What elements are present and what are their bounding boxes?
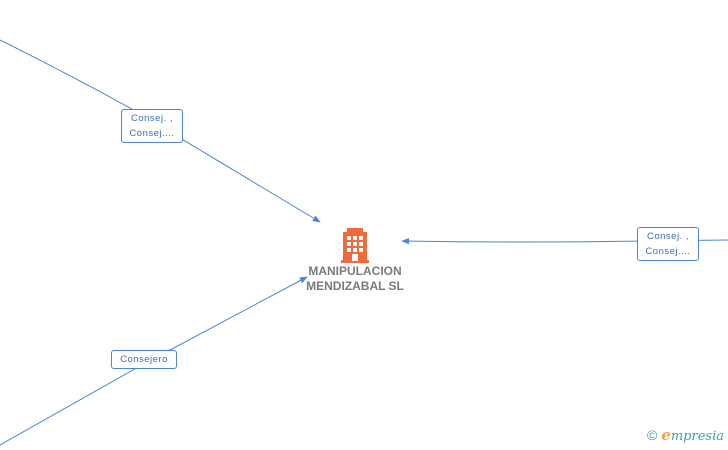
edge-label-line: Consej....: [129, 128, 175, 139]
edge-label-line: Consejero: [120, 354, 168, 365]
edge-label-line: Consej. ,: [647, 231, 689, 242]
brand-name-rest: mpresia: [670, 429, 724, 444]
copyright-symbol: ©: [646, 427, 658, 443]
brand-name: empresia: [661, 426, 724, 444]
company-node[interactable]: MANIPULACION MENDIZABAL SL: [293, 228, 417, 294]
edge-top-left[interactable]: [0, 39, 321, 223]
brand-watermark: © empresia: [647, 426, 724, 444]
edge-label-top-left[interactable]: Consej. , Consej....: [121, 109, 183, 143]
company-name-line1: MANIPULACION: [308, 264, 402, 278]
edge-label-line: Consej....: [645, 246, 691, 257]
edge-label-right[interactable]: Consej. , Consej....: [637, 227, 699, 261]
edge-label-bottom-left[interactable]: Consejero: [111, 350, 177, 369]
company-name-line2: MENDIZABAL SL: [306, 279, 404, 293]
brand-initial: e: [661, 426, 671, 444]
edge-right[interactable]: [401, 237, 728, 245]
building-icon: [341, 228, 369, 263]
edge-label-line: Consej. ,: [131, 113, 173, 124]
